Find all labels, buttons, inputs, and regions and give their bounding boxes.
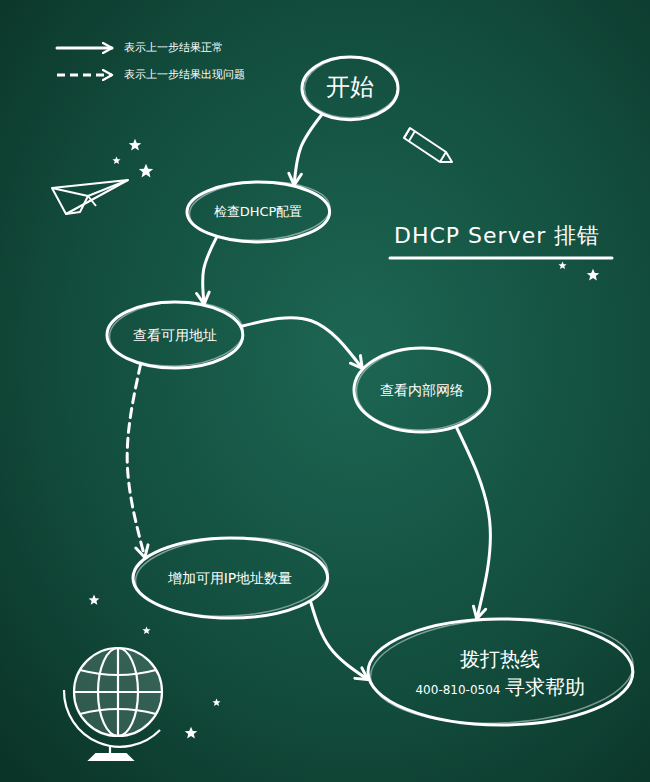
- chalk-stroke: [303, 54, 400, 120]
- node-label: 开始: [326, 70, 374, 105]
- paper-plane: [52, 180, 128, 214]
- normal-arrow: [242, 318, 363, 369]
- star: [142, 626, 150, 634]
- star: [112, 156, 120, 164]
- chalk-stroke: [108, 298, 245, 369]
- node-label: 检查DHCP配置: [214, 202, 303, 223]
- legend-dashed-arrow: [57, 74, 112, 77]
- legend-solid-arrow: [57, 47, 112, 50]
- star: [212, 698, 220, 706]
- legend-text: 表示上一步结果出现问题: [124, 67, 245, 82]
- chalk-stroke: [367, 612, 635, 730]
- chalk-stroke: [133, 533, 329, 621]
- normal-arrow: [311, 602, 368, 680]
- node-text: 检查DHCP配置: [214, 204, 303, 221]
- normal-arrow: [294, 115, 322, 186]
- process-ellipse: 增加可用IP地址数量: [131, 536, 330, 620]
- node-text: 400-810-0504: [415, 683, 500, 697]
- diagram-title: DHCP Server 排错: [394, 221, 600, 251]
- star: [129, 139, 142, 151]
- star: [185, 727, 198, 739]
- star: [587, 269, 600, 281]
- globe: [64, 648, 162, 760]
- process-ellipse: 查看内部网络: [352, 346, 492, 434]
- process-ellipse: 检查DHCP配置: [185, 180, 332, 244]
- title-underline: [390, 257, 612, 260]
- node-text: 增加可用IP地址数量: [168, 569, 293, 587]
- ellipse-outline: [368, 619, 633, 725]
- ellipse-outline: [354, 348, 490, 432]
- chalk-stroke: [354, 344, 492, 433]
- star: [558, 261, 566, 269]
- pencil: [404, 128, 452, 162]
- node-text: 拨打热线: [413, 646, 586, 672]
- node-text: 寻求帮助: [505, 675, 585, 699]
- star: [89, 595, 100, 605]
- ellipse-outline: [302, 57, 398, 120]
- ellipse-outline: [133, 538, 328, 618]
- chalk-ellipse: [366, 617, 635, 727]
- star: [139, 164, 153, 178]
- node-label: 拨打热线 400-810-0504 寻求帮助: [413, 644, 586, 700]
- process-ellipse: 查看可用地址: [105, 300, 245, 370]
- normal-arrow: [203, 237, 217, 304]
- node-label: 查看内部网络: [380, 379, 464, 401]
- node-text: 查看可用地址: [133, 326, 217, 344]
- process-ellipse: 拨打热线 400-810-0504 寻求帮助: [366, 617, 635, 727]
- node-label: 增加可用IP地址数量: [168, 567, 293, 589]
- node-text: 开始: [326, 72, 374, 103]
- node-label: 查看可用地址: [133, 324, 217, 346]
- chalk-stroke: [188, 178, 331, 243]
- problem-arrow: [127, 364, 145, 557]
- normal-arrow: [456, 427, 490, 619]
- node-text: 查看内部网络: [380, 381, 464, 399]
- process-ellipse: 开始: [300, 55, 400, 122]
- legend-text: 表示上一步结果正常: [124, 40, 223, 55]
